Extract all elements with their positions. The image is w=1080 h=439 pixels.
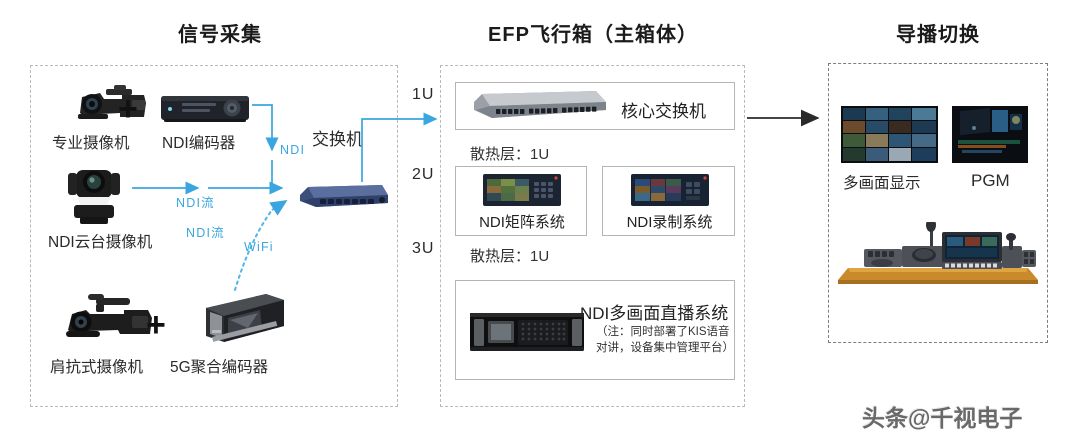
encoder-box-icon xyxy=(160,92,250,124)
ndi-matrix-icon xyxy=(482,173,562,207)
director-zone-box xyxy=(828,63,1048,343)
rack-label-live-system: NDI多画面直播系统 xyxy=(580,304,729,323)
camcorder-icon xyxy=(70,83,156,129)
device-label-encoder: NDI编码器 xyxy=(162,135,236,152)
section-title-capture: 信号采集 xyxy=(178,24,262,46)
capture-zone-box xyxy=(30,65,398,407)
switcher-console-icon xyxy=(838,222,1038,284)
plus-sign-2: + xyxy=(146,306,166,344)
wire-label-wifi: WiFi xyxy=(244,240,274,254)
watermark-text: 头条@千视电子 xyxy=(862,405,1023,431)
wire-label-ndi: NDI xyxy=(280,143,306,157)
heat-layer-label-1: 散热层：1U xyxy=(470,146,550,163)
plus-sign-1: + xyxy=(118,90,138,128)
rack-unit-label-3u: 3U xyxy=(412,240,435,257)
device-label-bonding-encoder: 5G聚合编码器 xyxy=(170,359,269,376)
rack-cell-live-system: NDI多画面直播系统 （注：同时部署了KIS语音 对讲，设备集中管理平台） xyxy=(455,280,735,380)
rack-label-ndi-matrix: NDI矩阵系统 xyxy=(479,214,565,231)
bonding-encoder-icon xyxy=(188,288,288,350)
wire-label-ndi-stream-2: NDI流 xyxy=(186,226,225,240)
rack-cell-core-switch: 核心交换机 xyxy=(455,82,735,130)
rack-label-ndi-recorder: NDI录制系统 xyxy=(626,214,713,231)
rack-unit-label-2u: 2U xyxy=(412,166,435,183)
ptz-camera-icon xyxy=(62,165,126,227)
rack-server-icon xyxy=(468,309,586,353)
pgm-monitor-icon xyxy=(952,106,1028,163)
director-label-pgm: PGM xyxy=(971,171,1010,190)
switch-label: 交换机 xyxy=(312,130,363,149)
device-label-shoulder-camera: 肩抗式摄像机 xyxy=(50,359,144,376)
rack-unit-label-1u: 1U xyxy=(412,86,435,103)
director-label-multiview: 多画面显示 xyxy=(843,175,921,192)
device-label-ptz: NDI云台摄像机 xyxy=(48,234,153,251)
core-switch-icon xyxy=(466,88,611,126)
network-switch-icon xyxy=(294,181,390,215)
shoulder-camera-icon xyxy=(60,292,160,348)
device-label-camcorder: 专业摄像机 xyxy=(52,135,130,152)
heat-layer-label-2: 散热层：1U xyxy=(470,248,550,265)
section-title-efp: EFP飞行箱（主箱体） xyxy=(488,24,698,46)
rack-label-core-switch: 核心交换机 xyxy=(621,102,706,121)
section-title-director: 导播切换 xyxy=(896,24,980,46)
multiview-monitor-icon xyxy=(841,106,938,163)
efp-zone-box xyxy=(440,65,745,407)
rack-cell-ndi-recorder: NDI录制系统 xyxy=(602,166,735,236)
wire-label-ndi-stream-1: NDI流 xyxy=(176,196,215,210)
rack-note-live-system: （注：同时部署了KIS语音 对讲，设备集中管理平台） xyxy=(596,326,734,354)
ndi-recorder-icon xyxy=(630,173,710,207)
rack-cell-ndi-matrix: NDI矩阵系统 xyxy=(455,166,587,236)
